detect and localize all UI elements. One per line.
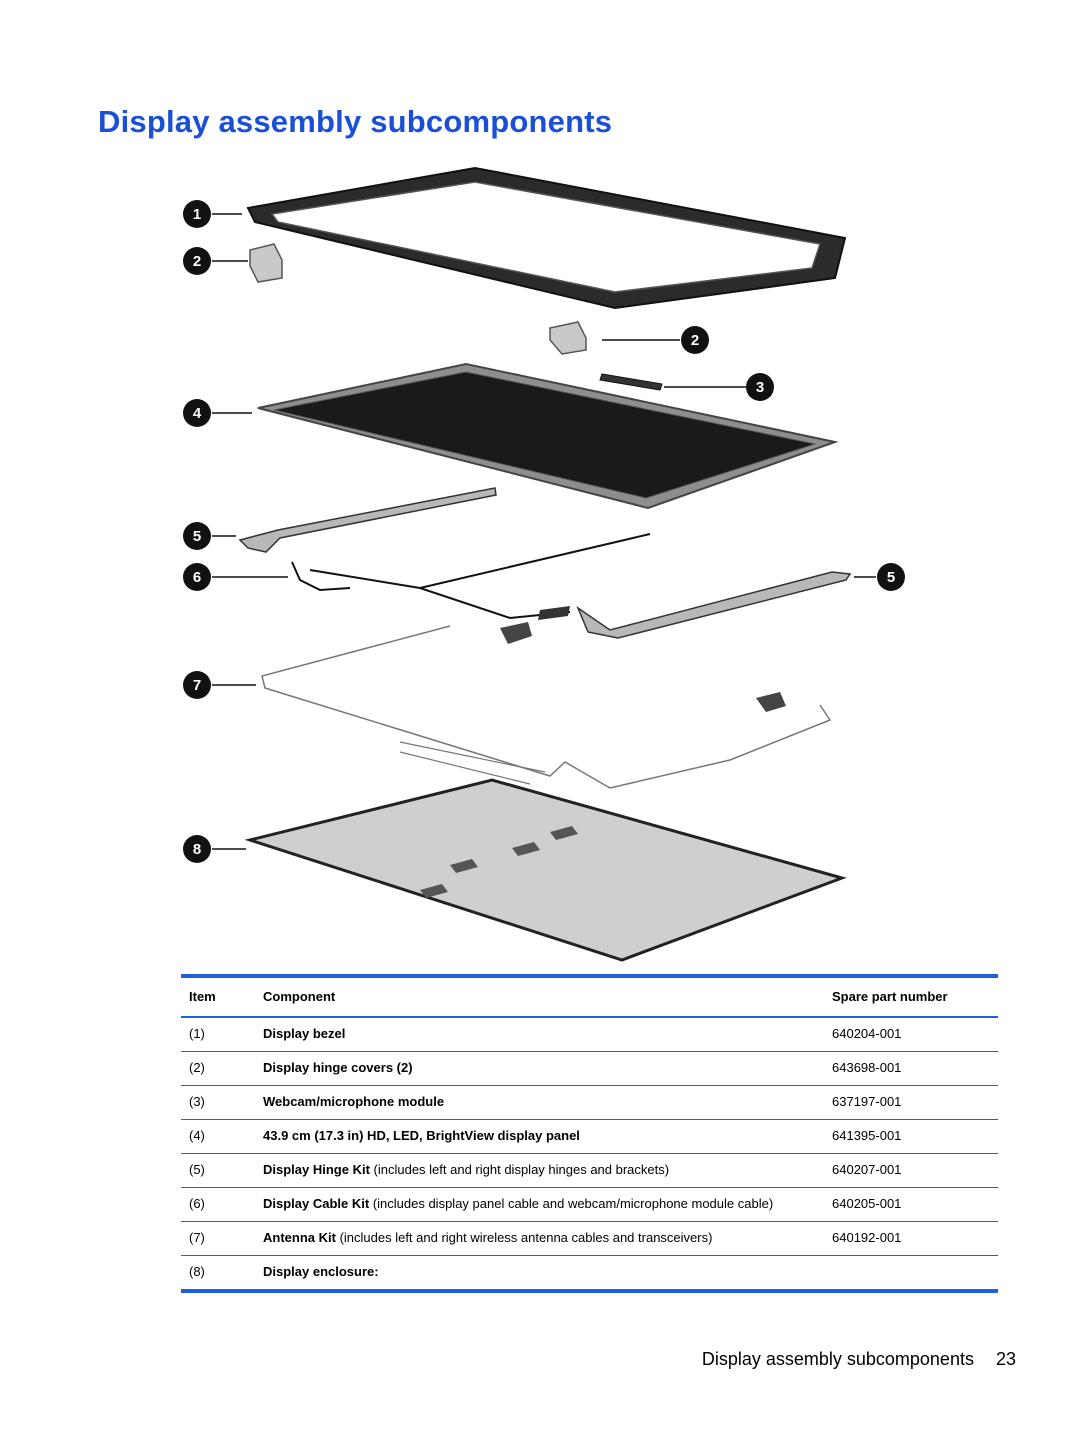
component-cell: Display Cable Kit (includes display pane… (257, 1188, 826, 1222)
svg-text:8: 8 (193, 841, 201, 858)
component-name: Display bezel (263, 1026, 346, 1041)
svg-text:6: 6 (193, 569, 201, 586)
item-number: (1) (189, 1026, 205, 1041)
footer-section-title: Display assembly subcomponents (701, 1349, 974, 1369)
table-row: (5) Display Hinge Kit (includes left and … (181, 1154, 998, 1188)
spare-part-number: 641395-001 (832, 1128, 902, 1143)
table-row: (2) Display hinge covers (2) 643698-001 (181, 1052, 998, 1086)
display-cable-illustration (291, 533, 651, 620)
display-hinge-illustration (238, 487, 497, 553)
item-number: (5) (189, 1162, 205, 1177)
svg-text:2: 2 (691, 332, 699, 349)
page-footer: Display assembly subcomponents 23 (702, 1349, 1016, 1370)
component-cell: Display enclosure: (257, 1256, 826, 1292)
spare-part-number: 640204-001 (832, 1026, 902, 1041)
display-hinge-illustration (576, 571, 852, 639)
callout-5: 5 (877, 563, 905, 591)
page-title: Display assembly subcomponents (98, 104, 613, 139)
display-bezel-illustration (246, 166, 847, 310)
component-cell: Display bezel (257, 1017, 826, 1052)
header-item: Item (181, 976, 257, 1018)
spare-part-number (826, 1256, 998, 1292)
svg-text:5: 5 (887, 569, 895, 586)
callout-5: 5 (183, 522, 211, 550)
hinge-cover-illustration (249, 243, 283, 283)
item-number: (8) (189, 1264, 205, 1279)
page-number: 23 (995, 1349, 1016, 1369)
exploded-view-illustration: 1 2 2 3 4 5 6 5 7 8 (170, 160, 930, 970)
svg-text:5: 5 (193, 528, 201, 545)
svg-text:7: 7 (193, 677, 201, 694)
item-number: (4) (189, 1128, 205, 1143)
component-name: Display Cable Kit (263, 1196, 370, 1211)
callout-2: 2 (681, 326, 709, 354)
item-number: (6) (189, 1196, 205, 1211)
table-row: (8) Display enclosure: (181, 1256, 998, 1292)
callout-4: 4 (183, 399, 211, 427)
component-cell: 43.9 cm (17.3 in) HD, LED, BrightView di… (257, 1120, 826, 1154)
display-enclosure-illustration (244, 778, 847, 962)
spare-part-number: 640205-001 (832, 1196, 902, 1211)
spare-part-number: 640192-001 (832, 1230, 902, 1245)
table-body: (1) Display bezel 640204-001 (2) Display hin… (181, 1017, 998, 1291)
callout-7: 7 (183, 671, 211, 699)
callout-1: 1 (183, 200, 211, 228)
display-panel-illustration (257, 362, 839, 510)
svg-text:3: 3 (756, 379, 764, 396)
item-number: (2) (189, 1060, 205, 1075)
spare-part-number: 640207-001 (832, 1162, 902, 1177)
component-cell: Antenna Kit (includes left and right wir… (257, 1222, 826, 1256)
callout-6: 6 (183, 563, 211, 591)
callout-3: 3 (746, 373, 774, 401)
table-row: (6) Display Cable Kit (includes display p… (181, 1188, 998, 1222)
component-name: Display enclosure: (263, 1264, 379, 1279)
component-detail: (includes left and right display hinges … (369, 1162, 670, 1177)
component-name: Webcam/microphone module (263, 1094, 445, 1109)
header-spare-part-number: Spare part number (826, 976, 998, 1018)
component-detail: (includes display panel cable and webcam… (369, 1196, 774, 1211)
callout-2: 2 (183, 247, 211, 275)
component-name: Display Hinge Kit (263, 1162, 370, 1177)
spare-part-number: 637197-001 (832, 1094, 902, 1109)
leader-lines (212, 213, 876, 850)
component-name: 43.9 cm (17.3 in) HD, LED, BrightView di… (263, 1128, 580, 1143)
header-component: Component (257, 976, 826, 1018)
item-number: (7) (189, 1230, 205, 1245)
svg-text:4: 4 (193, 405, 202, 422)
component-cell: Webcam/microphone module (257, 1086, 826, 1120)
spare-part-number: 643698-001 (832, 1060, 902, 1075)
svg-text:1: 1 (193, 206, 201, 223)
table-row: (7) Antenna Kit (includes left and right … (181, 1222, 998, 1256)
callout-8: 8 (183, 835, 211, 863)
table-row: (3) Webcam/microphone module 637197-001 (181, 1086, 998, 1120)
component-cell: Display Hinge Kit (includes left and rig… (257, 1154, 826, 1188)
webcam-module-illustration (599, 373, 663, 391)
svg-text:2: 2 (193, 253, 201, 270)
component-name: Antenna Kit (263, 1230, 336, 1245)
component-name: Display hinge covers (2) (263, 1060, 413, 1075)
hinge-cover-illustration (549, 321, 587, 355)
component-cell: Display hinge covers (2) (257, 1052, 826, 1086)
spare-parts-table: Item Component Spare part number (1) Disp… (181, 974, 998, 1293)
component-detail: (includes left and right wireless antenn… (335, 1230, 713, 1245)
item-number: (3) (189, 1094, 205, 1109)
table-header-row: Item Component Spare part number (181, 976, 998, 1018)
table-row: (4) 43.9 cm (17.3 in) HD, LED, BrightView… (181, 1120, 998, 1154)
antenna-illustration (261, 622, 832, 789)
table-row: (1) Display bezel 640204-001 (181, 1017, 998, 1052)
